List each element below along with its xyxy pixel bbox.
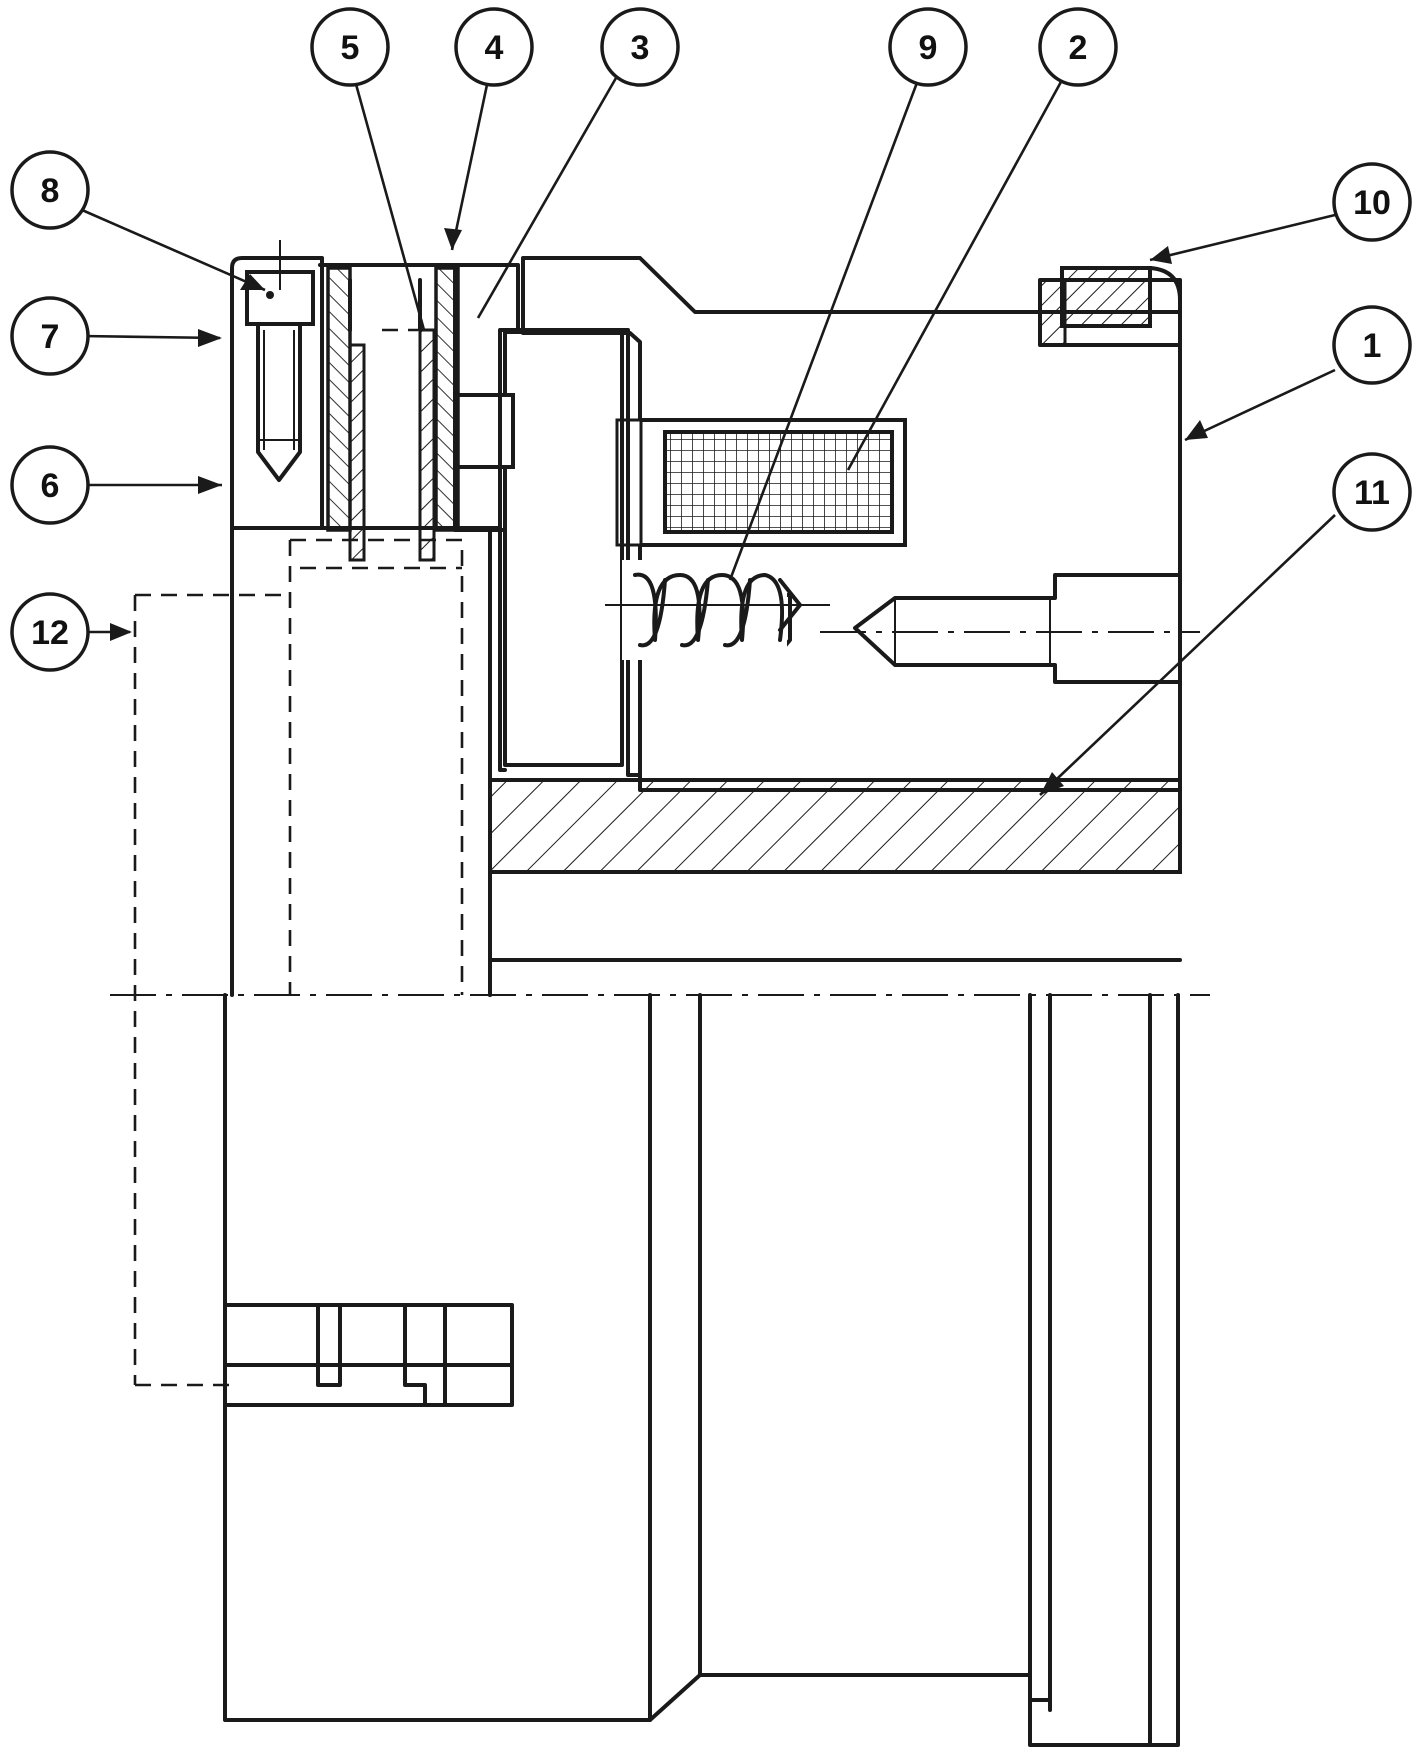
- callout-2: 2: [1038, 7, 1118, 87]
- leader-5: [352, 76, 426, 331]
- callout-label: 3: [631, 29, 650, 67]
- screw-dot: [266, 291, 274, 299]
- leader-7: [81, 334, 221, 340]
- disc-top-plate: [318, 263, 502, 332]
- callout-8: 8: [10, 150, 90, 230]
- spring-bottom-coils: [638, 578, 752, 648]
- arrowhead-7: [198, 329, 222, 347]
- leader-8: [81, 208, 266, 292]
- callout-label: 10: [1353, 184, 1391, 222]
- arrowhead-8: [240, 274, 265, 290]
- arrowhead-6: [198, 476, 222, 494]
- screw-shank: [256, 322, 302, 482]
- disc-hub-hidden: [288, 538, 464, 995]
- end-plate: [230, 256, 324, 530]
- callout-12: 12: [10, 592, 90, 672]
- callout-label: 12: [31, 614, 69, 652]
- keyway: [223, 1303, 514, 1407]
- leader-4: [450, 79, 490, 251]
- callout-6: 6: [10, 445, 90, 525]
- callout-label: 11: [1354, 474, 1390, 512]
- callout-3: 3: [600, 7, 680, 87]
- leader-9: [728, 79, 920, 581]
- shaft-outline-upper: [230, 526, 502, 997]
- outer-disc: [326, 266, 352, 532]
- callout-9: 9: [888, 7, 968, 87]
- lower-rings: [1028, 993, 1152, 1747]
- callout-label: 2: [1069, 29, 1088, 67]
- hub-bore: [488, 870, 1182, 997]
- arrowhead-10: [1150, 246, 1172, 264]
- spring-tip: [778, 578, 802, 632]
- lower-shaft-lines: [648, 993, 1180, 1747]
- threaded-hole: [853, 573, 1182, 684]
- armature-key: [453, 393, 515, 469]
- callout-11: 11: [1332, 452, 1412, 532]
- callout-label: 8: [41, 172, 60, 210]
- compression-spring: [633, 572, 785, 642]
- lower-flange: [223, 993, 702, 1722]
- retaining-ring: [1060, 266, 1152, 328]
- outer-disc-right: [434, 266, 460, 532]
- armature-disc: [503, 330, 624, 767]
- inner-disc-right: [418, 328, 436, 562]
- guide-ring: [498, 328, 642, 777]
- callout-4: 4: [454, 7, 534, 87]
- callout-7: 7: [10, 296, 90, 376]
- inner-disc-left: [348, 343, 366, 562]
- callout-label: 7: [41, 318, 60, 356]
- magnet-coil: [663, 430, 894, 534]
- leader-10: [1149, 213, 1336, 262]
- callout-label: 9: [919, 29, 938, 67]
- arrowhead-12: [110, 623, 132, 641]
- callout-10: 10: [1332, 162, 1412, 242]
- arrowhead-1: [1185, 420, 1208, 440]
- leader-11: [1039, 514, 1336, 796]
- retaining-ring-seat: [1038, 278, 1067, 347]
- leader-2: [846, 79, 1064, 471]
- callout-label: 6: [41, 467, 60, 505]
- arrowhead-11: [1040, 772, 1064, 795]
- screw-thread: [258, 330, 300, 450]
- leader-3: [476, 77, 618, 319]
- callout-label: 1: [1363, 327, 1382, 365]
- hub-sleeve: [488, 778, 1182, 874]
- callout-1: 1: [1332, 305, 1412, 385]
- leader-1: [1184, 368, 1336, 442]
- body-edge: [1148, 266, 1182, 302]
- arrowhead-4: [444, 228, 462, 250]
- drive-part-hidden: [133, 593, 290, 1387]
- callout-label: 5: [341, 29, 360, 67]
- callout-label: 4: [485, 29, 504, 67]
- callout-5: 5: [310, 7, 390, 87]
